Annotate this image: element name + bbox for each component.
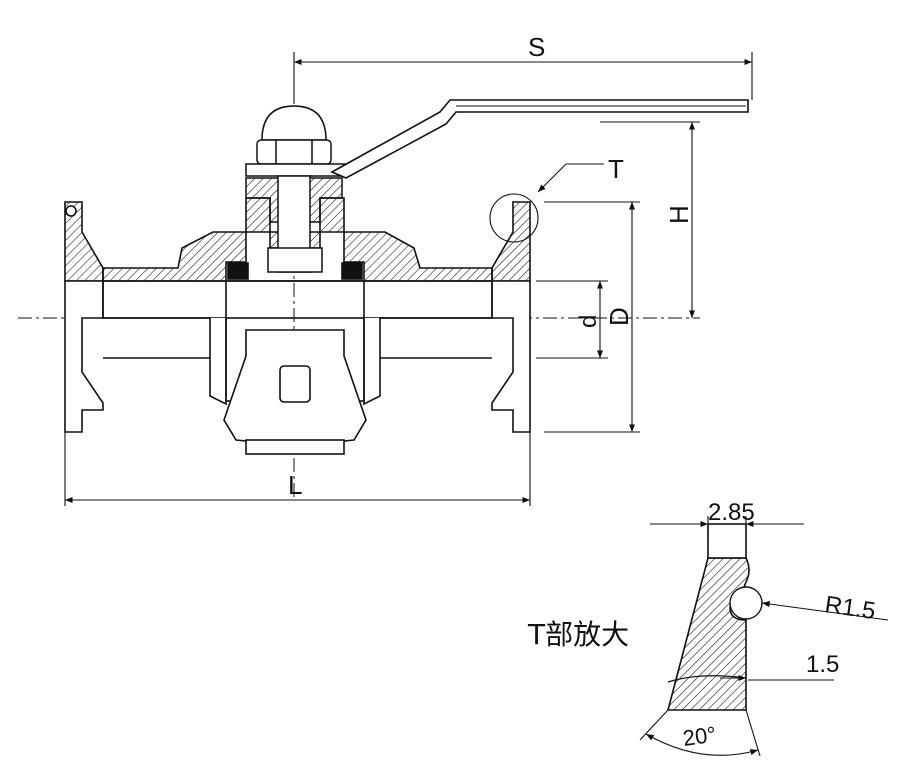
detail-section [666, 557, 750, 711]
valve-body-exterior [64, 280, 531, 455]
right-flange-exterior [491, 280, 531, 433]
detail-angle-label: 20° [681, 722, 717, 751]
detail-radius-label: R1.5 [823, 591, 877, 625]
body-lower-left [103, 317, 227, 406]
seat-right [341, 262, 363, 280]
ball-top [267, 247, 323, 273]
cap-nut [261, 105, 327, 141]
detail-width-label: 2.85 [708, 499, 755, 526]
detail-view: 2.85 R1.5 1.5 20° T部放大 [527, 499, 889, 757]
handle-base [245, 163, 347, 177]
body-wall-section-right [343, 231, 493, 282]
dimension-lines [64, 52, 753, 506]
body-wall-section [102, 231, 247, 282]
seat-left [227, 262, 249, 280]
dim-s-label: S [528, 32, 545, 62]
dim-l-label: L [288, 470, 302, 500]
detail-thickness-label: 1.5 [806, 651, 839, 678]
detail-neck [707, 523, 747, 559]
hex-nut [256, 139, 332, 165]
detail-radius-notch [729, 586, 763, 620]
stem-assembly [245, 105, 347, 273]
pipe-bore [102, 280, 493, 319]
drain-base [245, 439, 345, 455]
left-flange-exterior [64, 280, 104, 433]
drain-slot [279, 365, 311, 403]
body-lower-right [363, 317, 492, 406]
handle-lever [330, 99, 749, 179]
dimension-labels: S T H d D L [288, 32, 694, 500]
dim-d-large-label: D [604, 307, 634, 326]
detail-title: T部放大 [527, 618, 629, 651]
dim-d-small-label: d [575, 315, 602, 328]
dim-t-label: T [608, 154, 624, 184]
dim-h-label: H [664, 205, 694, 224]
flange-bolt-hole-left [65, 205, 77, 217]
